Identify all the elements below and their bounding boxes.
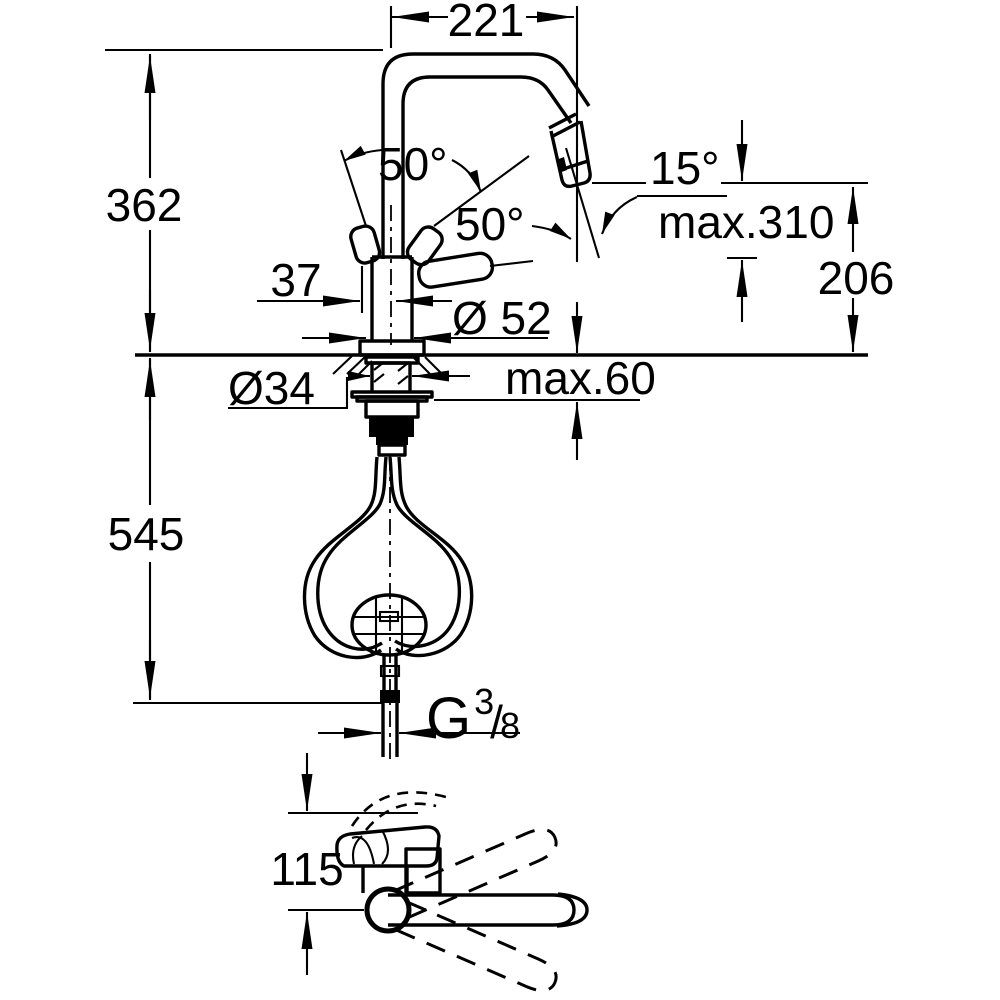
dim-deck-thickness: max.60	[434, 302, 656, 460]
mounting-shank	[332, 355, 443, 457]
dim-label-15deg: 15°	[650, 142, 720, 194]
spout-arm-end-cap	[556, 892, 589, 928]
faucet-body	[349, 205, 534, 357]
dim-hose-length: 545	[108, 358, 185, 700]
g38-letter: G	[426, 686, 471, 751]
dim-height-above-deck: 362	[106, 54, 183, 352]
dim-label-max310: max.310	[658, 196, 834, 248]
dim-label-g38: G3/8	[426, 681, 520, 751]
front-lever	[335, 825, 441, 868]
dim-head-angle: 15° max.310	[592, 120, 868, 322]
front-lever-raised-dashed	[350, 791, 447, 827]
dimension-annotations: 221 362 545 50° 50° 15° max.310	[106, 0, 895, 751]
spout-arm-swivel-down-dashed	[394, 900, 558, 992]
hose-loop	[302, 455, 474, 762]
dim-label-545: 545	[108, 508, 185, 560]
g38-denominator: 8	[500, 705, 520, 746]
base-plate	[358, 339, 426, 357]
dim-label-206: 206	[818, 252, 895, 304]
hose-connector	[380, 690, 400, 703]
lever-position-front	[416, 251, 495, 289]
dim-body-diameter: Ø 52	[302, 292, 552, 344]
dim-label-115: 115	[270, 843, 343, 895]
hose-weight	[350, 593, 428, 657]
dim-label-221: 221	[448, 0, 525, 46]
spout-arm-solid	[388, 893, 576, 927]
dim-label-handle-angle: 50°	[378, 138, 448, 190]
spout-arm-swivel-up-dashed	[394, 828, 558, 920]
supply-hose-end	[381, 703, 399, 757]
spray-head	[548, 112, 592, 189]
mounting-nut	[369, 417, 414, 437]
dim-label-swivel-angle: 50°	[455, 198, 525, 250]
g38-slash: /	[490, 696, 503, 748]
dim-supply-connection: G3/8	[318, 681, 520, 751]
dim-hole-diameter: Ø34	[228, 362, 470, 414]
dim-front-height: 115	[270, 753, 418, 975]
faucet-front-view: 115	[270, 753, 589, 992]
dim-label-dia52: Ø 52	[452, 292, 552, 344]
dim-label-37: 37	[270, 254, 321, 306]
spout-inner-outline	[401, 75, 573, 259]
lever-position-right	[405, 225, 444, 267]
dim-spout-reach: 221	[389, 0, 574, 48]
head-axis-line	[564, 147, 601, 259]
g38-numerator: 3	[474, 681, 494, 722]
dim-label-dia34: Ø34	[228, 362, 315, 414]
spray-nozzle	[556, 157, 567, 173]
spout-outer-outline	[381, 52, 591, 259]
dim-handle-offset: 37	[257, 254, 452, 313]
swivel-hub	[364, 886, 412, 934]
dim-label-max60: max.60	[505, 352, 656, 404]
dim-outlet-height: 206	[818, 187, 895, 352]
front-spout-collar	[404, 847, 442, 895]
angle-construction	[340, 6, 638, 262]
lever-position-left	[349, 224, 382, 265]
faucet-side-view	[105, 6, 868, 762]
thread-hatch	[373, 361, 409, 385]
dim-label-362: 362	[106, 179, 183, 231]
